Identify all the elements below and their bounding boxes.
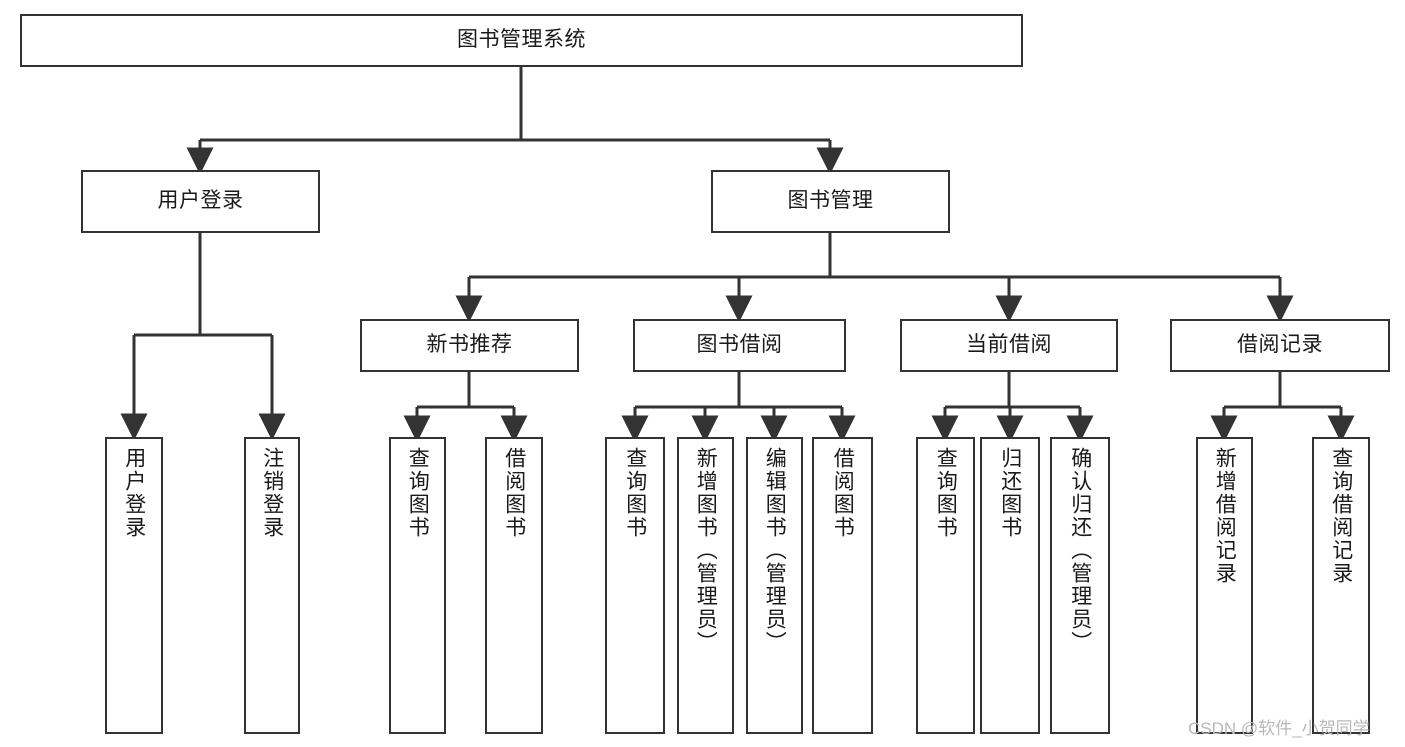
node-leaf-query-book-2[interactable]: 查询图书 [605, 437, 665, 734]
node-leaf-borrow-book-1-label: 借阅图书 [502, 447, 526, 539]
node-leaf-query-book-1[interactable]: 查询图书 [389, 437, 446, 734]
node-root[interactable]: 图书管理系统 [20, 14, 1023, 67]
node-leaf-add-book-label: 新增图书（管理员） [694, 447, 718, 654]
node-leaf-add-book[interactable]: 新增图书（管理员） [677, 437, 734, 734]
node-leaf-query-record-label: 查询借阅记录 [1329, 447, 1353, 585]
node-leaf-user-login[interactable]: 用户登录 [105, 437, 163, 734]
node-leaf-edit-book-label: 编辑图书（管理员） [763, 447, 787, 654]
node-leaf-logout-label: 注销登录 [260, 447, 284, 539]
node-new-book-rec-label: 新书推荐 [426, 333, 513, 357]
node-root-label: 图书管理系统 [457, 28, 586, 52]
node-leaf-return-book-label: 归还图书 [998, 447, 1022, 539]
node-leaf-return-book[interactable]: 归还图书 [980, 437, 1040, 734]
node-leaf-query-book-3[interactable]: 查询图书 [916, 437, 975, 734]
edge-borrow-record-to-leaves [1210, 372, 1355, 443]
node-borrow-record[interactable]: 借阅记录 [1170, 319, 1390, 372]
node-new-book-rec[interactable]: 新书推荐 [360, 319, 579, 372]
node-leaf-borrow-book-2-label: 借阅图书 [831, 447, 855, 539]
node-leaf-add-record[interactable]: 新增借阅记录 [1196, 437, 1253, 734]
node-user-login-label: 用户登录 [157, 189, 244, 213]
node-book-borrow-label: 图书借阅 [696, 333, 783, 357]
edge-root-to-level2 [186, 67, 844, 175]
node-leaf-query-book-1-label: 查询图书 [406, 447, 430, 539]
node-borrow-record-label: 借阅记录 [1237, 333, 1323, 357]
node-leaf-edit-book[interactable]: 编辑图书（管理员） [746, 437, 803, 734]
node-leaf-logout[interactable]: 注销登录 [244, 437, 300, 734]
node-book-borrow[interactable]: 图书借阅 [633, 319, 846, 372]
node-leaf-confirm-return-label: 确认归还（管理员） [1068, 447, 1092, 654]
node-leaf-query-book-2-label: 查询图书 [623, 447, 647, 539]
csdn-watermark: CSDN @软件_小贺同学 [1188, 719, 1370, 738]
node-book-manage[interactable]: 图书管理 [711, 170, 950, 233]
node-leaf-add-record-label: 新增借阅记录 [1213, 447, 1237, 585]
edge-book-manage-to-level3 [455, 233, 1294, 323]
node-current-borrow[interactable]: 当前借阅 [900, 319, 1118, 372]
node-leaf-confirm-return[interactable]: 确认归还（管理员） [1050, 437, 1110, 734]
node-leaf-query-book-3-label: 查询图书 [934, 447, 958, 539]
node-current-borrow-label: 当前借阅 [966, 333, 1052, 357]
node-leaf-borrow-book-1[interactable]: 借阅图书 [485, 437, 543, 734]
node-user-login[interactable]: 用户登录 [81, 170, 320, 233]
edge-new-book-rec-to-leaves [403, 372, 528, 443]
node-leaf-query-record[interactable]: 查询借阅记录 [1312, 437, 1370, 734]
node-book-manage-label: 图书管理 [787, 189, 874, 213]
edge-book-borrow-to-leaves [621, 372, 856, 443]
edge-user-login-to-leaves [120, 233, 286, 441]
node-leaf-borrow-book-2[interactable]: 借阅图书 [812, 437, 873, 734]
edge-current-borrow-to-leaves [931, 372, 1094, 443]
node-leaf-user-login-label: 用户登录 [122, 447, 146, 539]
